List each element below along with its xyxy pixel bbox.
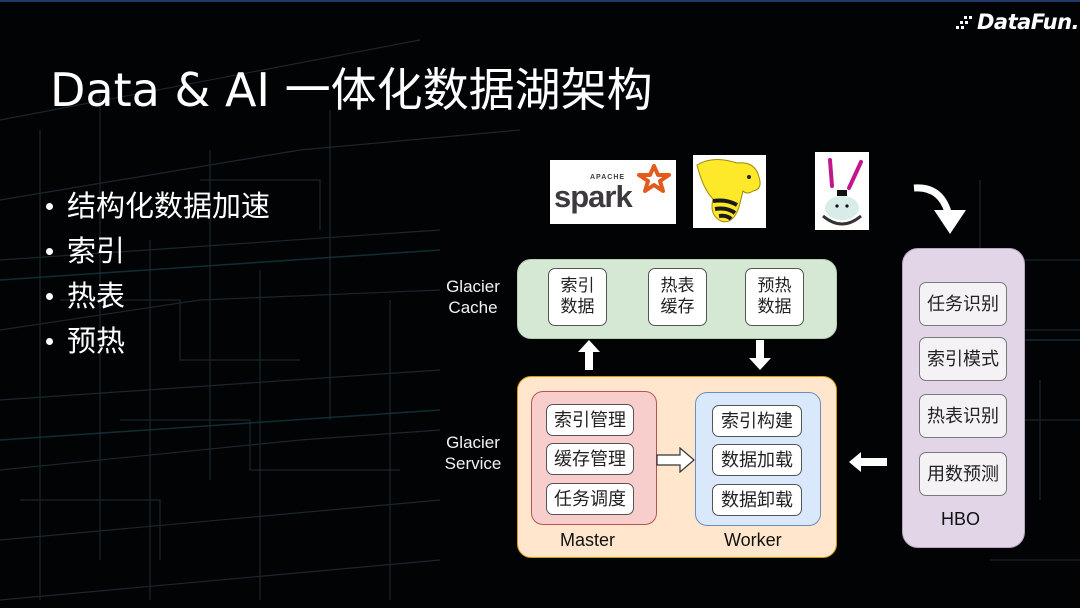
glacier-cache-label: Glacier Cache <box>446 277 500 317</box>
bullet-list: 结构化数据加速 索引 热表 预热 <box>46 184 270 364</box>
bullet-dot-icon <box>46 248 53 255</box>
master-item-task-scheduling: 任务调度 <box>546 483 634 515</box>
worker-item-data-unload: 数据卸载 <box>712 484 802 516</box>
hbo-item-task-recognition: 任务识别 <box>919 282 1007 326</box>
bullet-item: 预热 <box>46 319 270 364</box>
bullet-dot-icon <box>46 293 53 300</box>
rabbit-mascot-logo <box>815 152 869 230</box>
cache-item-index-data: 索引 数据 <box>548 268 607 326</box>
cache-item-preheat-data: 预热 数据 <box>745 268 804 326</box>
hive-bee-icon <box>696 159 761 223</box>
hive-logo <box>693 155 766 228</box>
logo-text: DataFun. <box>977 10 1080 34</box>
spark-logo-apache-text: APACHE <box>590 174 626 181</box>
rabbit-icon <box>822 158 863 226</box>
hbo-item-index-mode: 索引模式 <box>919 337 1007 381</box>
down-arrow-icon <box>749 340 771 370</box>
datafun-logo: DataFun. <box>956 10 1080 34</box>
left-arrow-icon <box>849 452 887 472</box>
up-arrow-icon <box>578 340 600 370</box>
glacier-service-label: Glacier Service <box>444 433 502 473</box>
master-caption: Master <box>560 530 616 550</box>
bullet-dot-icon <box>46 203 53 210</box>
bullet-dot-icon <box>46 338 53 345</box>
logo-dots-icon <box>956 14 974 30</box>
curved-down-arrow-icon <box>913 184 966 234</box>
master-to-worker-arrow-icon <box>656 447 695 473</box>
spark-logo: APACHE Spark <box>550 160 676 224</box>
cache-item-hot-table-cache: 热表 缓存 <box>648 268 707 326</box>
worker-caption: Worker <box>724 530 782 550</box>
spark-star-icon <box>637 164 671 193</box>
bullet-item: 索引 <box>46 229 270 274</box>
worker-item-index-build: 索引构建 <box>712 405 802 437</box>
hbo-item-usage-prediction: 用数预测 <box>919 452 1007 496</box>
bullet-item: 结构化数据加速 <box>46 184 270 229</box>
master-item-cache-management: 缓存管理 <box>546 443 634 475</box>
spark-logo-text: Spark <box>554 179 633 214</box>
master-item-index-management: 索引管理 <box>546 404 634 436</box>
worker-item-data-load: 数据加载 <box>712 444 802 476</box>
hbo-item-hot-table-recognition: 热表识别 <box>919 394 1007 438</box>
slide-title: Data & AI 一体化数据湖架构 <box>50 63 653 117</box>
bullet-item: 热表 <box>46 274 270 319</box>
hbo-caption: HBO <box>941 509 981 529</box>
top-accent-bar <box>0 0 1080 2</box>
